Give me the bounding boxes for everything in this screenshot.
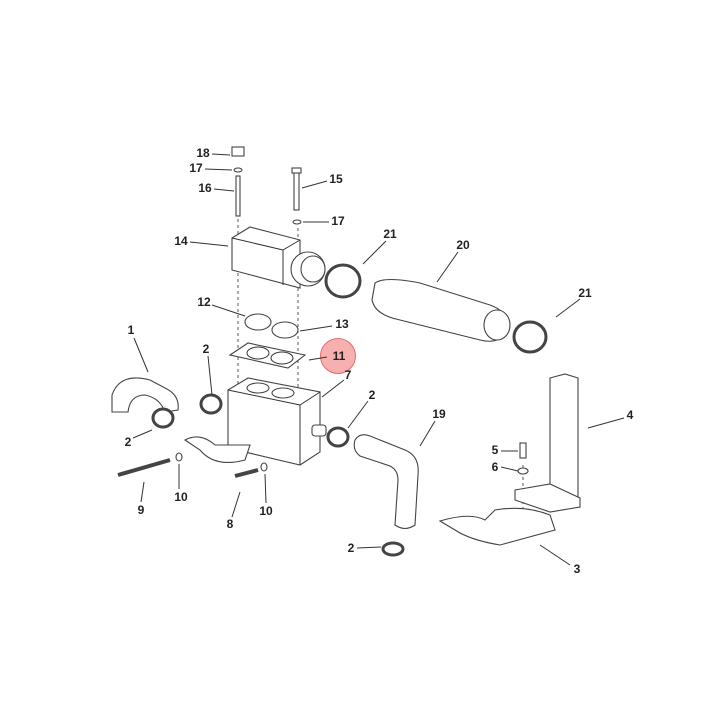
callout-19: 19 — [432, 407, 446, 421]
callout-14: 14 — [174, 234, 188, 248]
callout-2: 2 — [368, 388, 376, 402]
callout-10: 10 — [259, 504, 273, 518]
callout-17: 17 — [331, 214, 345, 228]
callout-21: 21 — [383, 227, 397, 241]
callout-1: 1 — [127, 323, 135, 337]
part-18 — [231, 146, 245, 157]
callout-12: 12 — [197, 295, 211, 309]
callout-20: 20 — [456, 238, 470, 252]
callout-2: 2 — [202, 342, 210, 356]
callout-8: 8 — [226, 517, 234, 531]
callout-13: 13 — [335, 317, 349, 331]
callout-5: 5 — [491, 443, 499, 457]
callout-21: 21 — [578, 286, 592, 300]
callout-2: 2 — [124, 435, 132, 449]
callout-10: 10 — [174, 490, 188, 504]
highlight-circle-11 — [320, 338, 356, 374]
callout-4: 4 — [626, 408, 634, 422]
callout-9: 9 — [137, 503, 145, 517]
callout-11[interactable]: 11 — [332, 349, 346, 363]
callout-18: 18 — [196, 146, 210, 160]
callout-7: 7 — [344, 368, 352, 382]
callout-2: 2 — [347, 541, 355, 555]
callout-6: 6 — [491, 460, 499, 474]
callout-17: 17 — [189, 161, 203, 175]
callout-16: 16 — [198, 181, 212, 195]
callout-15: 15 — [329, 172, 343, 186]
callout-3: 3 — [573, 562, 581, 576]
